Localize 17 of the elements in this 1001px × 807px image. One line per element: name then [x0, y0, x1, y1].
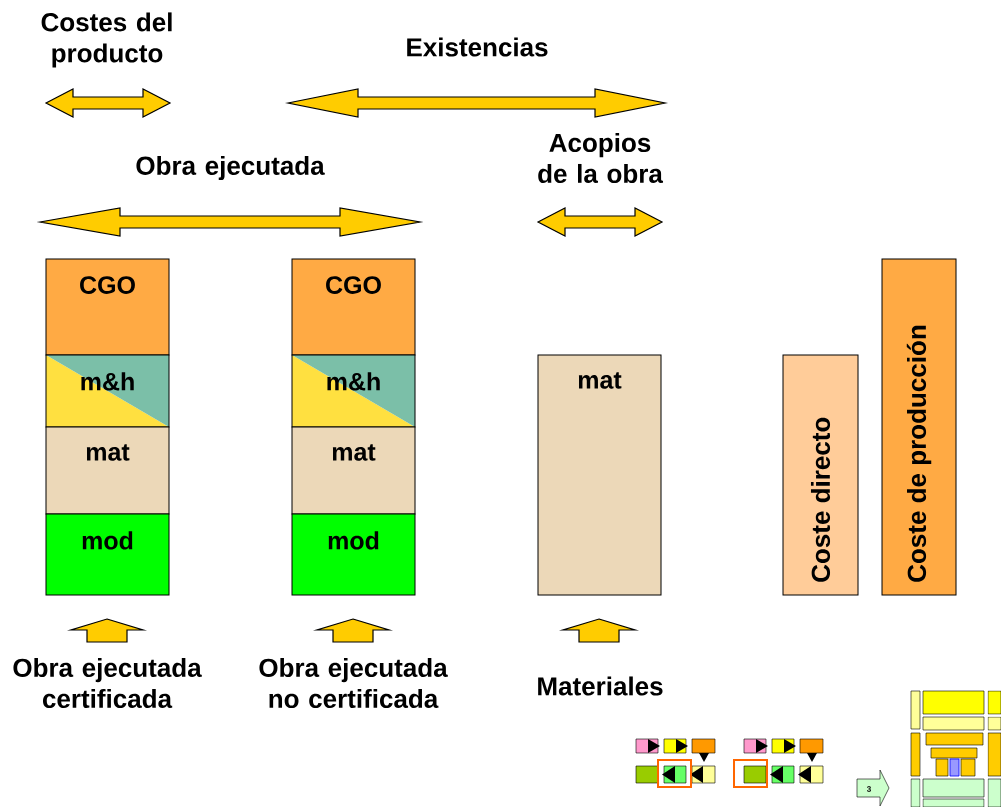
heading-text: Costes del producto — [41, 12, 172, 68]
cost-block: mod — [291, 513, 416, 596]
cost-block: Coste de producción — [881, 258, 957, 596]
heading-text: Acopios de la obra — [538, 132, 663, 184]
cost-block: CGO — [45, 258, 170, 356]
page-number: 3 — [866, 786, 871, 792]
heading-text: Obra ejecutada — [136, 155, 325, 181]
cost-block: mat — [291, 426, 416, 515]
heading-text: Obra ejecutada no certificada — [259, 657, 448, 709]
cost-block: mat — [45, 426, 170, 515]
heading-text: Obra ejecutada certificada — [13, 657, 202, 709]
cost-block: mod — [45, 513, 170, 596]
cost-block: Coste directo — [782, 354, 859, 596]
heading-text: Materiales — [538, 676, 663, 696]
cost-block: mat — [537, 354, 662, 596]
heading-text: Existencias — [407, 37, 548, 57]
cost-block: CGO — [291, 258, 416, 356]
